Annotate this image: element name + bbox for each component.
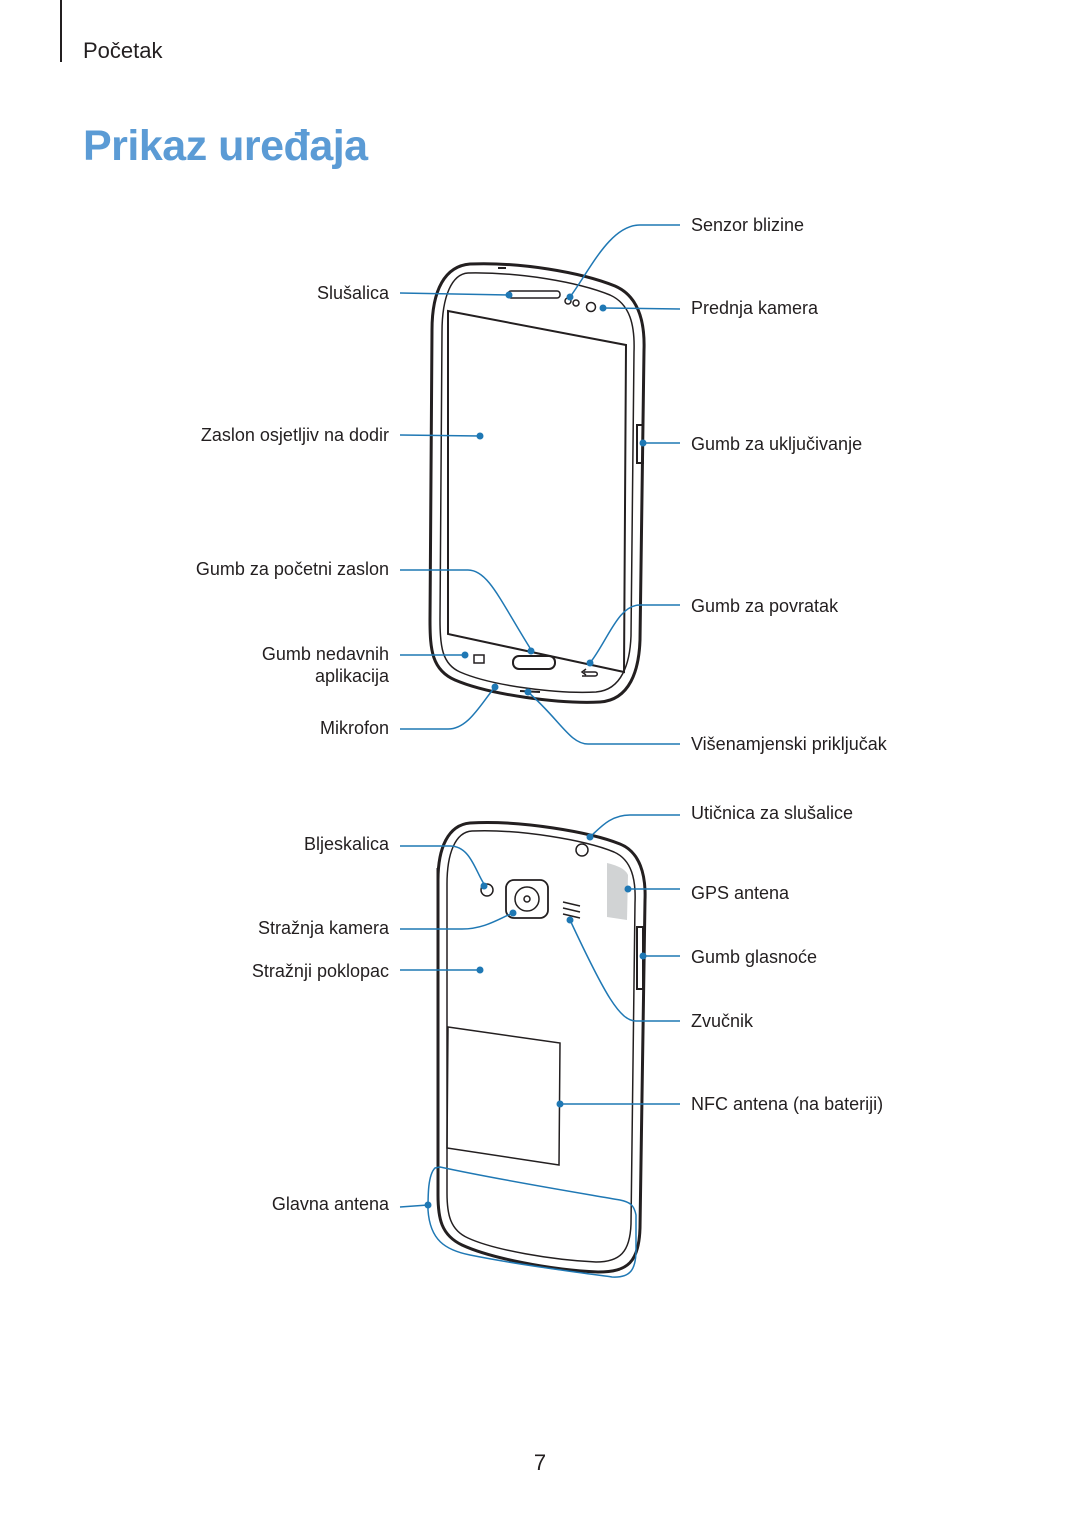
callout-dot (566, 293, 574, 301)
recent-apps-key (473, 654, 485, 664)
label-headset-jack: Utičnica za slušalice (691, 803, 854, 823)
callout-dot (599, 304, 607, 312)
home-key (512, 655, 556, 670)
earpiece-grille (507, 290, 561, 299)
label-gps-antenna: GPS antena (691, 883, 790, 903)
callout-dot (586, 833, 594, 841)
callout-dot (476, 432, 484, 440)
callout-line (569, 224, 680, 298)
callout-dot (556, 1100, 564, 1108)
callout-dot (586, 659, 594, 667)
label-front-camera: Prednja kamera (691, 298, 819, 318)
front-callouts (399, 224, 681, 745)
section-name: Početak (83, 38, 163, 63)
back-callouts (399, 814, 680, 1278)
callout-line (569, 919, 680, 1022)
main-antenna-outline (427, 1166, 637, 1278)
callout-dot (461, 651, 469, 659)
rear-camera-housing (505, 879, 549, 919)
callout-dot (624, 885, 632, 893)
label-power-key: Gumb za uključivanje (691, 434, 863, 454)
front-outer-body (428, 262, 646, 704)
back-device (436, 821, 647, 1274)
label-main-antenna: Glavna antena (271, 1194, 389, 1214)
callout-dot (639, 439, 647, 447)
back-inner-edge (446, 830, 636, 1263)
label-back-cover: Stražnji poklopac (251, 961, 389, 981)
callout-dot (527, 647, 535, 655)
proximity-sensor-dot (572, 299, 580, 307)
callout-line (589, 604, 680, 664)
callout-line (400, 845, 485, 885)
callout-line (399, 434, 481, 437)
callout-line (400, 569, 531, 649)
page-number: 7 (533, 1450, 547, 1475)
label-speaker: Zvučnik (691, 1011, 754, 1031)
gps-antenna-area (607, 863, 628, 920)
callout-line (399, 292, 510, 296)
label-rear-camera: Stražnja kamera (257, 918, 389, 938)
front-camera-lens (585, 301, 597, 313)
callout-dot (505, 291, 513, 299)
front-callout-dots (461, 291, 647, 696)
touchscreen (447, 309, 628, 674)
back-key (580, 668, 598, 677)
back-callout-dots (424, 833, 647, 1209)
label-mf-jack: Višenamjenski priključak (691, 734, 887, 754)
label-volume-key: Gumb glasnoće (691, 947, 818, 967)
label-microphone: Mikrofon (319, 718, 389, 738)
label-proximity-sensor: Senzor blizine (691, 215, 805, 235)
label-recent-apps: Gumb nedavnih aplikacija (261, 644, 389, 686)
label-home-key: Gumb za početni zaslon (195, 559, 389, 579)
rear-camera-ring (514, 886, 540, 912)
callout-dot (509, 909, 517, 917)
label-flash: Bljeskalica (303, 834, 389, 854)
callout-line (589, 814, 680, 838)
header-rule (60, 0, 62, 62)
callout-dot (480, 882, 488, 890)
callout-dot (424, 1201, 432, 1209)
back-outer-body (436, 821, 647, 1274)
page-title: Prikaz uređaja (83, 122, 368, 170)
nfc-antenna-area (446, 1026, 561, 1166)
label-nfc-antenna: NFC antena (na bateriji) (691, 1094, 884, 1114)
front-device (428, 262, 646, 704)
callout-dot (639, 952, 647, 960)
callout-dot (491, 683, 499, 691)
callout-line (399, 1204, 429, 1208)
flash (480, 883, 494, 897)
headset-jack (575, 843, 589, 857)
callout-dot (524, 688, 532, 696)
callout-line (400, 686, 496, 730)
label-back-key: Gumb za povratak (691, 596, 839, 616)
callout-line (602, 307, 681, 310)
callout-line (400, 912, 514, 930)
front-inner-bezel (439, 272, 635, 694)
callout-line (527, 691, 680, 745)
callout-dot (566, 916, 574, 924)
label-earpiece: Slušalica (316, 283, 389, 303)
speaker-grille (562, 901, 581, 919)
rear-camera-lens (523, 895, 531, 903)
label-touchscreen: Zaslon osjetljiv na dodir (200, 425, 389, 445)
callout-dot (476, 966, 484, 974)
